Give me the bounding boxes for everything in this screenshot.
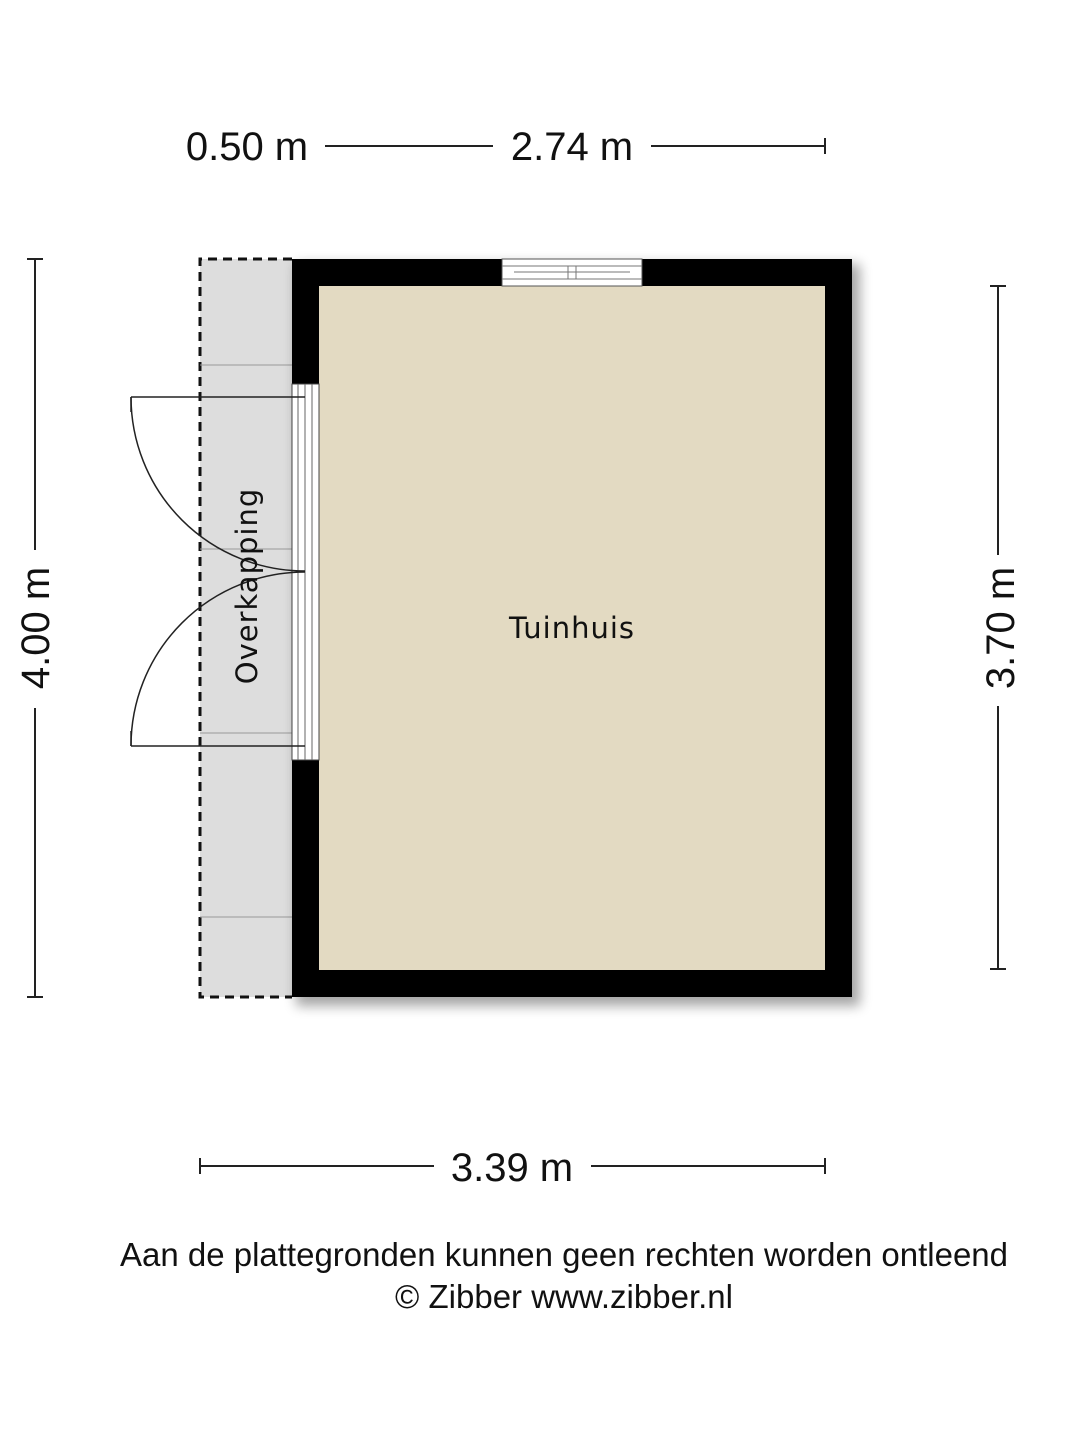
disclaimer-text: Aan de plattegronden kunnen geen rechten… (119, 1236, 1009, 1273)
canopy-area (198, 257, 292, 999)
room-label-tuinhuis: Tuinhuis (508, 611, 635, 645)
room-label-overkapping: Overkapping (230, 488, 264, 684)
dimension-label-top-right: 2.74 m (511, 125, 633, 169)
left-dimension: 4.00 m (14, 258, 58, 998)
room-floor (319, 286, 825, 970)
copyright-text: © Zibber www.zibber.nl (395, 1278, 733, 1315)
dimension-label-left: 4.00 m (14, 567, 58, 689)
double-door (130, 383, 320, 761)
dimension-label-right: 3.70 m (979, 567, 1023, 689)
dimension-label-top-left: 0.50 m (186, 125, 308, 169)
dimension-label-bottom: 3.39 m (451, 1146, 573, 1190)
top-dimension: 0.50 m 2.74 m (186, 125, 826, 169)
right-dimension: 3.70 m (979, 285, 1023, 970)
bottom-dimension: 3.39 m (199, 1146, 826, 1190)
top-window (501, 258, 643, 287)
